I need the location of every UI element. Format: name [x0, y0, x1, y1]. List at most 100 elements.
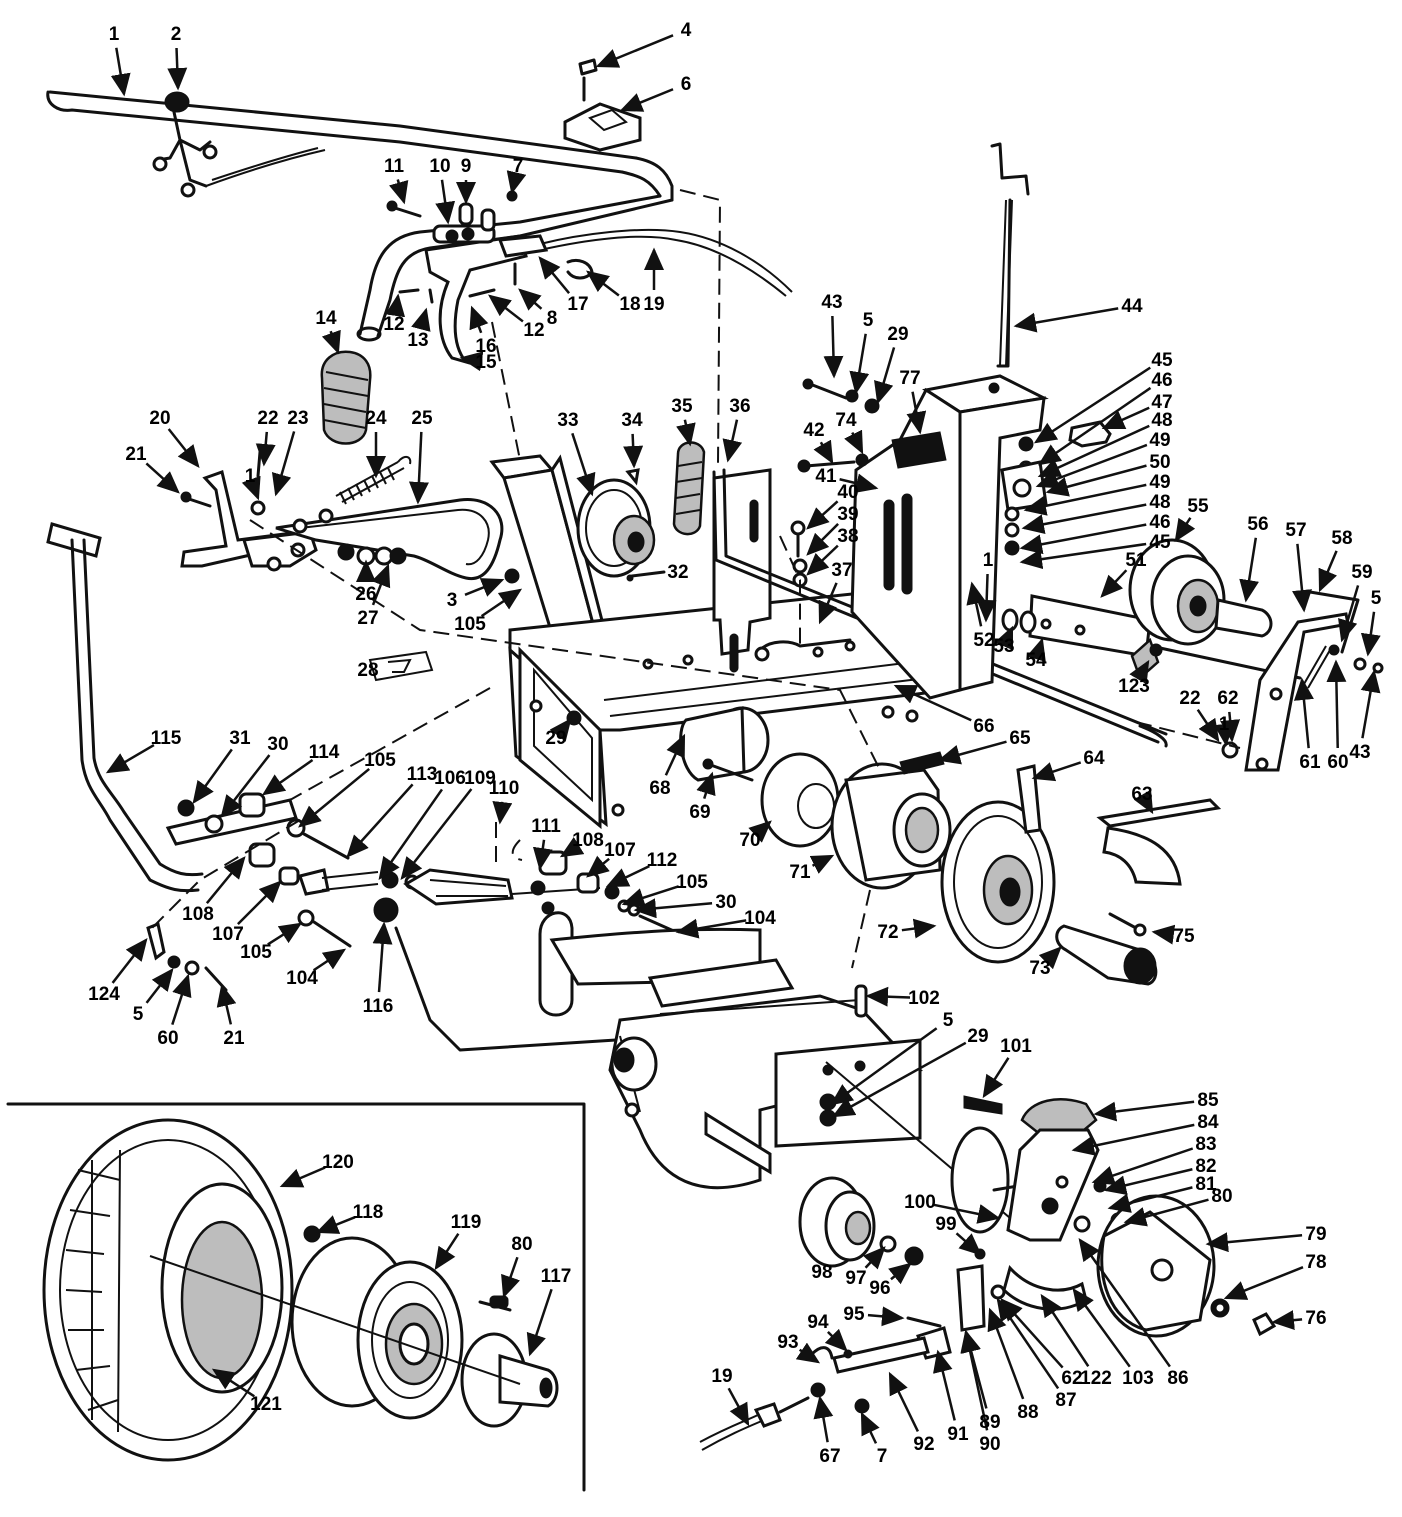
leader-arrow — [1214, 723, 1234, 747]
callout-number: 47 — [1151, 392, 1172, 413]
callout-number: 61 — [1299, 752, 1321, 773]
callout-number: 7 — [513, 156, 524, 177]
leader-arrow — [549, 718, 572, 742]
leader-arrow — [171, 973, 192, 1026]
callout-number: 89 — [979, 1412, 1000, 1433]
callout-number: 1 — [245, 466, 256, 487]
leader-arrow — [1271, 1310, 1303, 1331]
callout-number: 34 — [621, 410, 643, 431]
leader-arrow — [586, 270, 620, 297]
callout-number: 60 — [157, 1028, 178, 1049]
callout-number: 70 — [739, 830, 760, 851]
callout-number: 73 — [1029, 958, 1050, 979]
leader-arrow — [315, 1215, 356, 1234]
handlebar-assembly — [46, 58, 793, 445]
leader-arrow — [1026, 637, 1046, 663]
callout-number: 31 — [229, 728, 251, 749]
leader-arrow — [1037, 386, 1152, 466]
callout-number: 99 — [935, 1214, 956, 1235]
leader-arrow — [865, 986, 911, 1007]
callout-number: 101 — [1000, 1036, 1032, 1057]
leader-arrow — [863, 1246, 886, 1270]
callout-number: 13 — [407, 330, 428, 351]
callout-number: 50 — [1149, 452, 1170, 473]
callout-number: 55 — [1187, 496, 1209, 517]
callout-number: 59 — [1351, 562, 1372, 583]
leader-arrow — [1021, 503, 1147, 535]
leader-arrow — [1293, 677, 1314, 749]
leader-arrow — [1078, 1237, 1171, 1368]
upper-pulleys — [576, 441, 706, 582]
leader-arrow — [1038, 946, 1062, 970]
callout-number: 119 — [451, 1212, 482, 1233]
leader-arrow — [849, 333, 870, 395]
leader-arrow — [464, 578, 505, 597]
leader-arrow — [996, 1297, 1060, 1390]
callout-number: 110 — [489, 778, 520, 799]
callout-number: 29 — [545, 728, 566, 749]
leader-arrow — [211, 1368, 255, 1398]
leader-arrow — [1318, 550, 1338, 593]
callout-number: 94 — [807, 1312, 829, 1333]
leader-arrow — [809, 854, 835, 874]
leader-arrow — [976, 573, 997, 623]
leader-arrow — [806, 544, 839, 576]
callout-number: 22 — [1179, 688, 1200, 709]
callout-number: 38 — [837, 526, 858, 547]
leader-arrow — [595, 34, 674, 68]
leader-arrow — [933, 1203, 1001, 1224]
leader-arrow — [321, 329, 341, 355]
callout-number: 48 — [1151, 410, 1172, 431]
callout-number: 19 — [711, 1366, 732, 1387]
callout-number: 105 — [454, 614, 486, 635]
callout-number: 19 — [643, 294, 664, 315]
leader-arrow — [1100, 569, 1128, 598]
leader-arrow — [722, 419, 743, 463]
callout-number: 81 — [1195, 1174, 1217, 1195]
callout-number: 80 — [1211, 1186, 1232, 1207]
callout-number: 111 — [531, 816, 561, 837]
transaxle — [538, 911, 1011, 1219]
leader-arrow — [829, 1027, 938, 1106]
leader-arrow — [1205, 1232, 1303, 1253]
leader-arrow — [605, 864, 650, 888]
callout-number: 43 — [821, 292, 842, 313]
leader-arrow — [434, 1233, 460, 1271]
control-knob — [164, 91, 190, 113]
leader-arrow — [619, 88, 674, 112]
callout-number: 42 — [803, 420, 824, 441]
leader-arrow — [346, 783, 414, 858]
callout-number: 39 — [837, 504, 858, 525]
callout-number: 52 — [973, 630, 994, 651]
leader-arrow — [532, 839, 553, 871]
leader-arrow — [818, 582, 838, 625]
callout-number: 1 — [983, 550, 994, 571]
callout-number: 37 — [831, 560, 852, 581]
callout-number: 35 — [671, 396, 693, 417]
leader-arrow — [312, 948, 347, 972]
leader-arrow — [633, 898, 713, 919]
callout-number: 112 — [647, 850, 678, 871]
leader-arrow — [623, 433, 644, 469]
leader-arrow — [831, 1041, 967, 1118]
leader-arrow — [1326, 659, 1347, 749]
callout-number: 95 — [843, 1304, 865, 1325]
callout-number: 5 — [943, 1010, 954, 1031]
callout-number: 124 — [88, 984, 120, 1005]
leader-arrow — [933, 1349, 956, 1421]
callout-number: 48 — [1149, 492, 1170, 513]
callout-number: 82 — [1195, 1156, 1216, 1177]
leader-arrow — [167, 428, 200, 468]
leader-arrow — [888, 1371, 920, 1432]
callout-number: 105 — [364, 750, 396, 771]
leader-arrow — [1174, 517, 1196, 543]
callout-number: 60 — [1327, 752, 1348, 773]
callout-number: 114 — [309, 742, 340, 763]
callout-number: 66 — [973, 716, 994, 737]
callout-number: 14 — [315, 308, 337, 329]
callout-number: 1 — [109, 24, 120, 45]
callout-number: 109 — [464, 768, 496, 789]
callout-number: 46 — [1149, 512, 1170, 533]
leader-arrow — [492, 800, 513, 825]
